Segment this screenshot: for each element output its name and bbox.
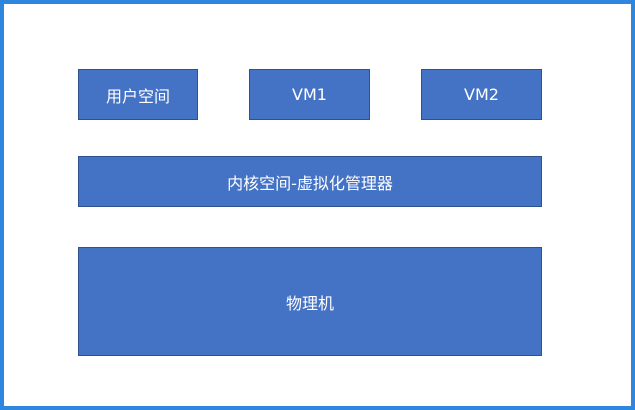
- kernel-hypervisor-box: 内核空间-虚拟化管理器: [78, 156, 542, 207]
- physical-machine-label: 物理机: [285, 293, 334, 313]
- kernel-hypervisor-label: 内核空间-虚拟化管理器: [227, 173, 393, 193]
- vm2-box: VM2: [421, 69, 542, 120]
- vm2-label: VM2: [464, 85, 499, 104]
- vm1-box: VM1: [249, 69, 370, 120]
- user-space-box: 用户空间: [78, 69, 198, 120]
- user-space-label: 用户空间: [105, 86, 170, 106]
- physical-machine-box: 物理机: [78, 247, 542, 356]
- vm1-label: VM1: [292, 85, 327, 104]
